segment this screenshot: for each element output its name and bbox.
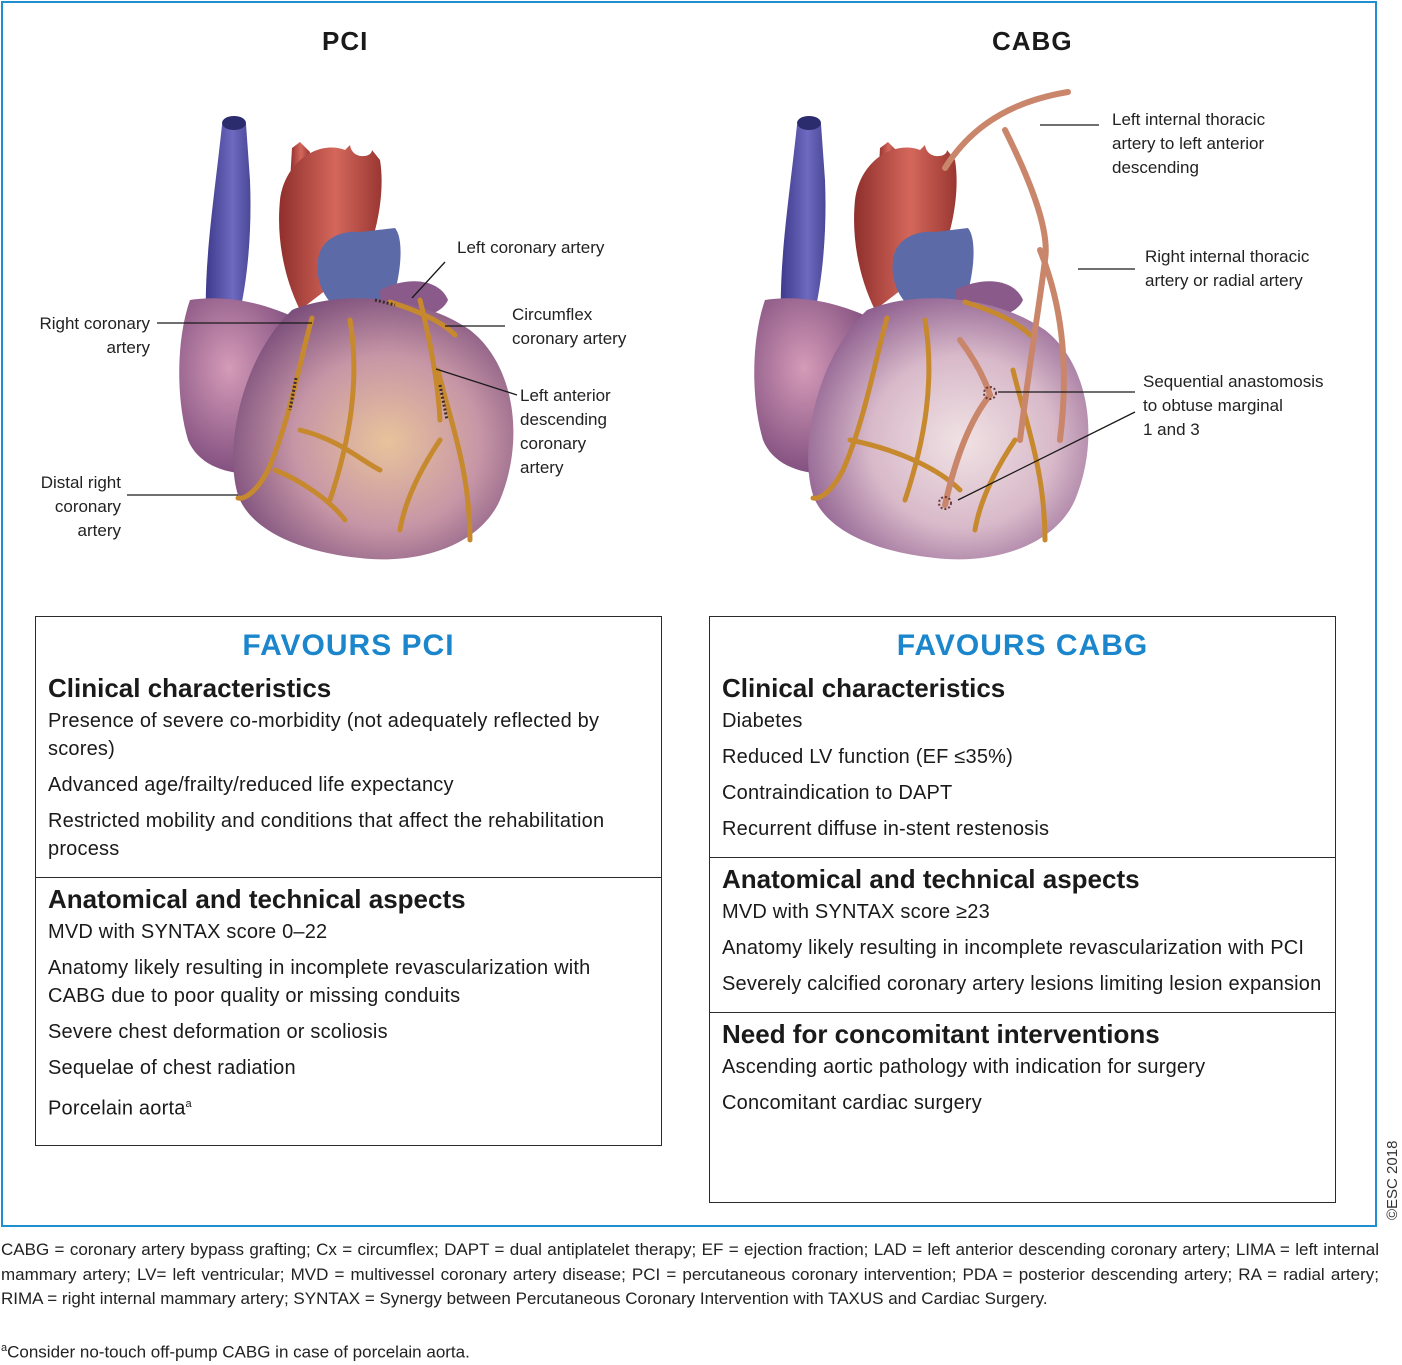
pci-coronary-vessels xyxy=(235,297,473,543)
cabg-ventricles xyxy=(808,298,1089,560)
favours-cabg-title: FAVOURS CABG xyxy=(896,629,1149,662)
label-line: Circumflex xyxy=(512,305,593,324)
label-line: artery or radial artery xyxy=(1145,271,1303,290)
cabg-anatomical-item: Anatomy likely resulting in incomplete r… xyxy=(722,937,1305,959)
footnote-marker: a xyxy=(185,1098,192,1110)
label-line: artery xyxy=(77,521,121,540)
cabg-anatomical-section: Anatomical and technical aspects MVD wit… xyxy=(710,857,1335,1012)
footnote-text: Consider no-touch off-pump CABG in case … xyxy=(7,1342,470,1362)
pci-anatomical-section: Anatomical and technical aspects MVD wit… xyxy=(36,877,661,1137)
pci-pulmonary-artery xyxy=(317,228,401,302)
cabg-pulmonary-artery xyxy=(892,228,974,302)
pci-anatomical-item: Severe chest deformation or scoliosis xyxy=(48,1021,388,1043)
pci-stents xyxy=(288,298,449,421)
pci-anatomical-item: Sequelae of chest radiation xyxy=(48,1057,296,1079)
cabg-leader-lines xyxy=(957,124,1136,501)
cabg-concomitant-item: Ascending aortic pathology with indicati… xyxy=(722,1056,1206,1078)
label-line: to obtuse marginal xyxy=(1143,396,1283,415)
label-line: Left anterior xyxy=(520,386,611,405)
cabg-anastomosis-om3 xyxy=(938,496,952,510)
label-lita-to-lad: Left internal thoracic artery to left an… xyxy=(1112,108,1265,180)
pci-leader-lines xyxy=(127,261,518,496)
pci-vena-cava-top xyxy=(222,116,246,130)
pci-clinical-item: Restricted mobility and conditions that … xyxy=(48,810,605,860)
cabg-clinical-item: Reduced LV function (EF ≤35%) xyxy=(722,746,1013,768)
cabg-bypass-grafts xyxy=(942,89,1071,508)
label-line: artery xyxy=(520,458,564,477)
cabg-clinical-item: Contraindication to DAPT xyxy=(722,782,953,804)
cabg-concomitant-heading: Need for concomitant interventions xyxy=(722,1019,1160,1049)
pci-heading: PCI xyxy=(322,26,369,56)
porcelain-aorta-text: Porcelain aorta xyxy=(48,1097,186,1120)
label-line: artery to left anterior xyxy=(1112,134,1265,153)
figure-frame xyxy=(1,1,1377,1227)
cabg-concomitant-item: Concomitant cardiac surgery xyxy=(722,1092,982,1114)
cabg-heading: CABG xyxy=(992,26,1073,56)
cabg-anastomosis-om1 xyxy=(983,386,997,400)
abbreviations-footnote: CABG = coronary artery bypass grafting; … xyxy=(1,1240,1379,1308)
label-line: descending xyxy=(1112,158,1199,177)
favours-pci-panel: FAVOURS PCI Clinical characteristics Pre… xyxy=(35,616,662,1146)
label-distal-right-coronary-artery: Distal right coronary artery xyxy=(20,471,121,543)
label-line: 1 and 3 xyxy=(1143,420,1200,439)
favours-cabg-panel: FAVOURS CABG Clinical characteristics Di… xyxy=(709,616,1336,1203)
pci-ventricles xyxy=(233,298,514,560)
cabg-clinical-item: Diabetes xyxy=(722,710,803,732)
label-line: coronary xyxy=(54,497,121,516)
cabg-concomitant-section: Need for concomitant interventions Ascen… xyxy=(710,1012,1335,1131)
cabg-vena-cava xyxy=(780,118,826,322)
pci-clinical-heading: Clinical characteristics xyxy=(48,673,332,703)
pci-heart xyxy=(179,116,514,560)
label-line: Right internal thoracic xyxy=(1145,247,1310,266)
label-circumflex-artery: Circumflex coronary artery xyxy=(512,303,626,351)
label-lad-artery: Left anterior descending coronary artery xyxy=(520,384,611,480)
cabg-clinical-section: Clinical characteristics Diabetes Reduce… xyxy=(710,667,1335,857)
label-sequential-anastomosis: Sequential anastomosis to obtuse margina… xyxy=(1143,370,1324,442)
pci-anatomical-item: Anatomy likely resulting in incomplete r… xyxy=(48,957,591,1007)
cabg-clinical-heading: Clinical characteristics xyxy=(722,673,1006,703)
pci-anatomical-item: MVD with SYNTAX score 0–22 xyxy=(48,921,328,943)
porcelain-aorta-footnote: aConsider no-touch off-pump CABG in case… xyxy=(1,1336,470,1365)
label-line: Distal right xyxy=(40,473,121,492)
label-line: Sequential anastomosis xyxy=(1143,372,1324,391)
pci-clinical-section: Clinical characteristics Presence of sev… xyxy=(36,667,661,877)
label-left-coronary-artery: Left coronary artery xyxy=(457,238,605,257)
pci-clinical-item: Advanced age/frailty/reduced life expect… xyxy=(48,774,454,796)
pci-clinical-item: Presence of severe co-morbidity (not ade… xyxy=(48,710,600,760)
cabg-anatomical-item: Severely calcified coronary artery lesio… xyxy=(722,973,1322,995)
label-line: coronary xyxy=(520,434,587,453)
pci-anatomical-heading: Anatomical and technical aspects xyxy=(48,884,466,914)
pci-aorta xyxy=(279,145,382,310)
cabg-aorta xyxy=(854,145,957,310)
label-rita-or-radial: Right internal thoracic artery or radial… xyxy=(1145,245,1309,293)
footnote-marker: a xyxy=(1,1342,8,1354)
label-line: Left internal thoracic xyxy=(1112,110,1266,129)
copyright: ©ESC 2018 xyxy=(1384,1140,1401,1220)
favours-pci-title: FAVOURS PCI xyxy=(242,629,455,662)
pci-anatomical-item-porcelain: Porcelain aortaa xyxy=(48,1090,649,1123)
cabg-heart xyxy=(754,89,1089,560)
label-line: coronary artery xyxy=(512,329,627,348)
label-line: Right coronary xyxy=(39,314,150,333)
pci-vena-cava xyxy=(205,118,251,322)
label-right-coronary-artery: Right coronary artery xyxy=(24,312,150,360)
label-line: artery xyxy=(106,338,150,357)
cabg-clinical-item: Recurrent diffuse in-stent restenosis xyxy=(722,818,1050,840)
cabg-vena-cava-top xyxy=(797,116,821,130)
label-line: descending xyxy=(520,410,607,429)
cabg-anatomical-item: MVD with SYNTAX score ≥23 xyxy=(722,901,990,923)
cabg-anatomical-heading: Anatomical and technical aspects xyxy=(722,864,1140,894)
